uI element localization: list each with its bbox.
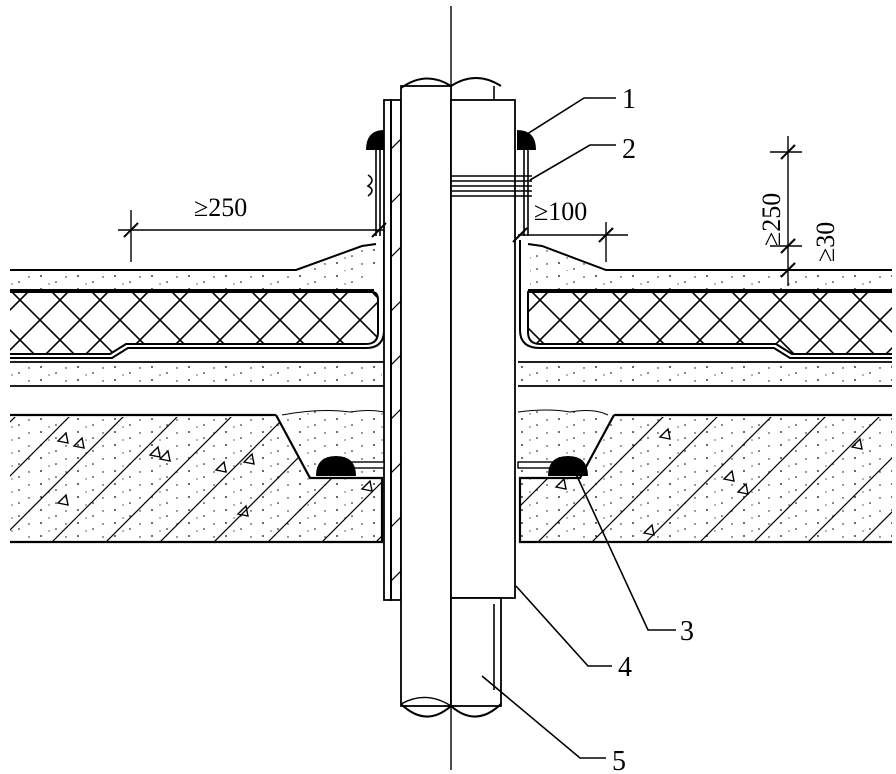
- sealant-flange-right: [548, 456, 588, 476]
- callout-5: 5: [481, 675, 626, 774]
- hose-clamp: [366, 174, 532, 197]
- sealant-flange-left: [316, 456, 356, 476]
- callout-4: 4: [515, 585, 632, 683]
- dimension-right: ≥100: [512, 197, 628, 262]
- dim-cover-thickness: ≥30: [811, 222, 840, 262]
- callout-2: 2: [529, 134, 636, 181]
- pipe-assembly: [316, 77, 588, 718]
- dim-right-flashing: ≥100: [534, 197, 587, 226]
- callout-5-label: 5: [612, 746, 626, 774]
- dimension-vertical: ≥250 ≥30: [757, 136, 840, 286]
- callout-1: 1: [523, 84, 636, 137]
- callout-3: 3: [575, 473, 694, 647]
- left-layers: [10, 240, 385, 544]
- dim-upturn-height: ≥250: [757, 193, 786, 246]
- sealant-left: [366, 130, 384, 150]
- right-layers: [517, 240, 892, 544]
- callout-1-label: 1: [622, 84, 636, 115]
- callout-3-label: 3: [680, 616, 694, 647]
- dim-left-flashing: ≥250: [194, 193, 247, 222]
- dimension-left: ≥250: [118, 193, 387, 262]
- callout-2-label: 2: [622, 134, 636, 165]
- sealant-right: [517, 130, 536, 150]
- callout-4-label: 4: [618, 652, 632, 683]
